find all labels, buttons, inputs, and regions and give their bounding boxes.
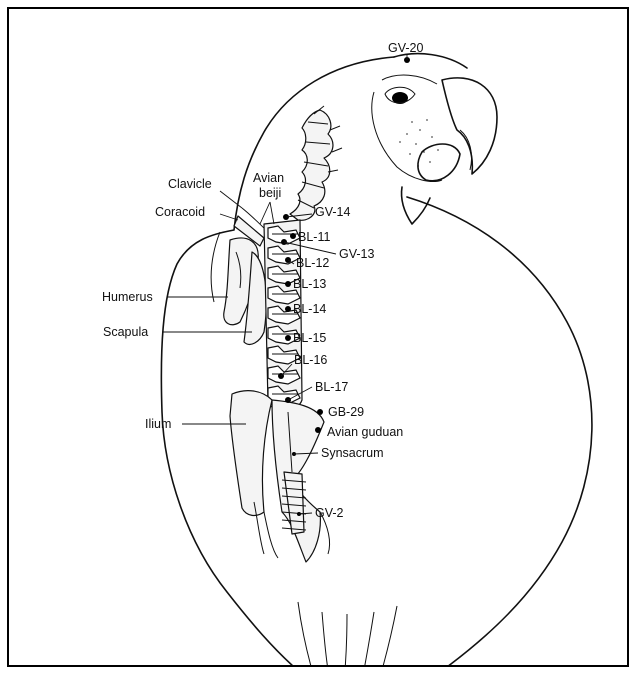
label-ilium: Ilium bbox=[145, 417, 171, 431]
label-bl11: BL-11 bbox=[298, 230, 330, 244]
label-scapula: Scapula bbox=[103, 325, 148, 339]
label-coracoid: Coracoid bbox=[155, 205, 205, 219]
cervical-vertebrae bbox=[290, 106, 342, 220]
bl13-point bbox=[285, 281, 291, 287]
label-synsacrum: Synsacrum bbox=[321, 446, 384, 460]
parrot-body-outline bbox=[161, 54, 592, 667]
label-bl13: BL-13 bbox=[293, 277, 326, 291]
label-bl14: BL-14 bbox=[293, 302, 326, 316]
avian-guduan-point bbox=[315, 427, 321, 433]
label-gv20: GV-20 bbox=[388, 41, 423, 55]
parrot-head bbox=[372, 75, 497, 181]
parrot-skeleton-diagram: GV-20 Clavicle Avian beiji Coracoid GV-1… bbox=[9, 9, 629, 667]
label-clavicle: Clavicle bbox=[168, 177, 212, 191]
label-bl17: BL-17 bbox=[315, 380, 348, 394]
label-gv2: GV-2 bbox=[315, 506, 344, 520]
diagram-frame: GV-20 Clavicle Avian beiji Coracoid GV-1… bbox=[7, 7, 629, 667]
label-gv14: GV-14 bbox=[315, 205, 350, 219]
label-avian-guduan: Avian guduan bbox=[327, 425, 403, 439]
label-bl12: BL-12 bbox=[296, 256, 329, 270]
shoulder-girdle bbox=[224, 208, 270, 344]
label-bl16: BL-16 bbox=[294, 353, 327, 367]
bl11-point bbox=[290, 233, 296, 239]
bl15-point bbox=[285, 335, 291, 341]
label-avian-beiji: Avian beiji bbox=[253, 171, 288, 200]
pelvis bbox=[230, 391, 330, 562]
label-bl15: BL-15 bbox=[293, 331, 326, 345]
label-gv13: GV-13 bbox=[339, 247, 374, 261]
label-humerus: Humerus bbox=[102, 290, 153, 304]
gb29-point bbox=[317, 409, 323, 415]
bl14-point bbox=[285, 306, 291, 312]
label-gb29: GB-29 bbox=[328, 405, 364, 419]
